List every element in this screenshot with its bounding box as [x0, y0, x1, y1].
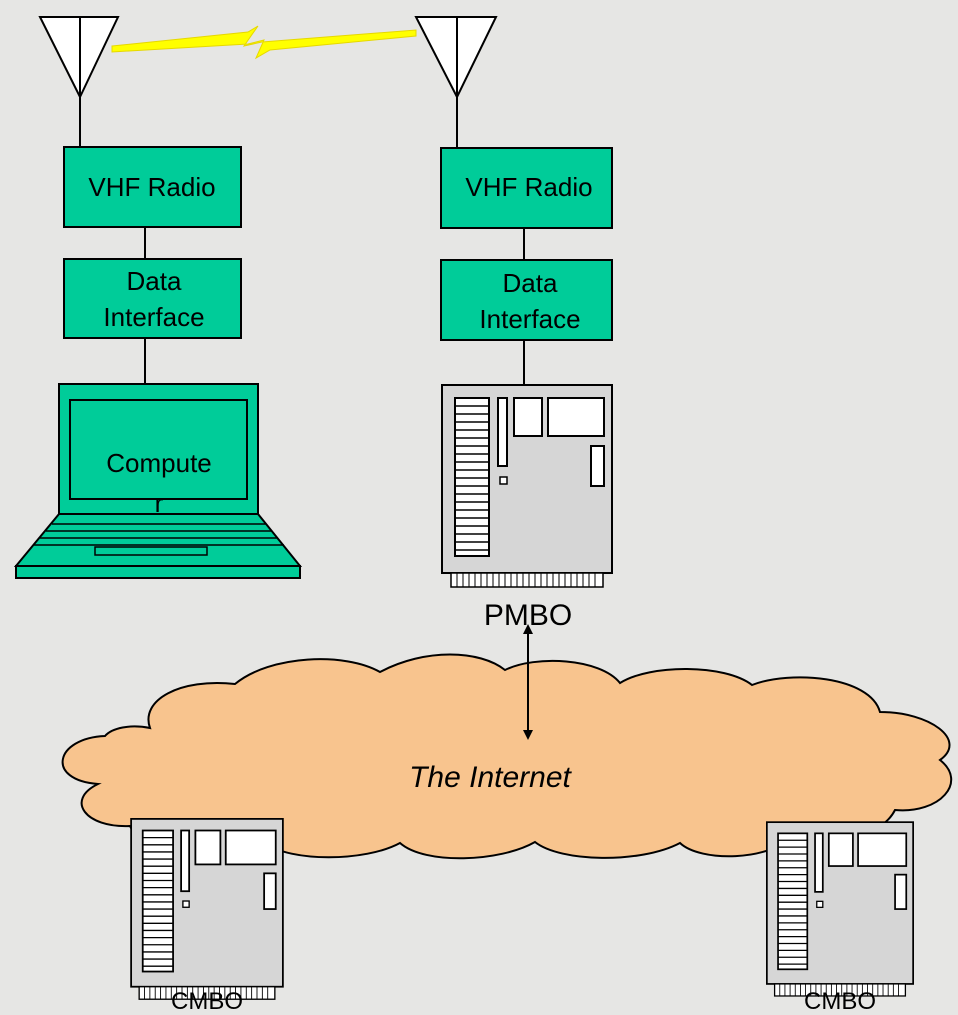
- pmbo-label: PMBO: [484, 599, 572, 632]
- computer-label-line2: r: [155, 488, 164, 518]
- laptop-computer: Compute r: [13, 383, 303, 579]
- internet-label: The Internet: [409, 761, 572, 794]
- left-antenna-icon: [38, 16, 120, 147]
- right-data-interface-label-line2: Interface: [479, 304, 580, 334]
- left-data-interface-label-line1: Data: [127, 266, 182, 296]
- left-vhf-radio-label: VHF Radio: [88, 172, 215, 202]
- internet-cloud: The Internet: [61, 653, 953, 860]
- right-data-interface-label-line1: Data: [503, 268, 558, 298]
- radio-link-lightning: [111, 25, 417, 60]
- right-data-interface: Data Interface: [440, 259, 613, 341]
- cmbo-server-left-icon: [130, 818, 284, 1001]
- right-vhf-radio-label: VHF Radio: [465, 172, 592, 202]
- right-vhf-radio: VHF Radio: [440, 147, 613, 229]
- right-antenna-icon: [414, 16, 498, 148]
- left-data-interface: Data Interface: [63, 258, 242, 339]
- cmbo-left-label: CMBO: [171, 988, 243, 1015]
- left-data-interface-label-line2: Interface: [103, 302, 204, 332]
- cmbo-server-right-icon: [766, 821, 914, 997]
- cmbo-right-label: CMBO: [804, 988, 876, 1015]
- computer-label-line1: Compute: [106, 448, 212, 478]
- left-vhf-radio: VHF Radio: [63, 146, 242, 228]
- pmbo-server-icon: [441, 384, 613, 588]
